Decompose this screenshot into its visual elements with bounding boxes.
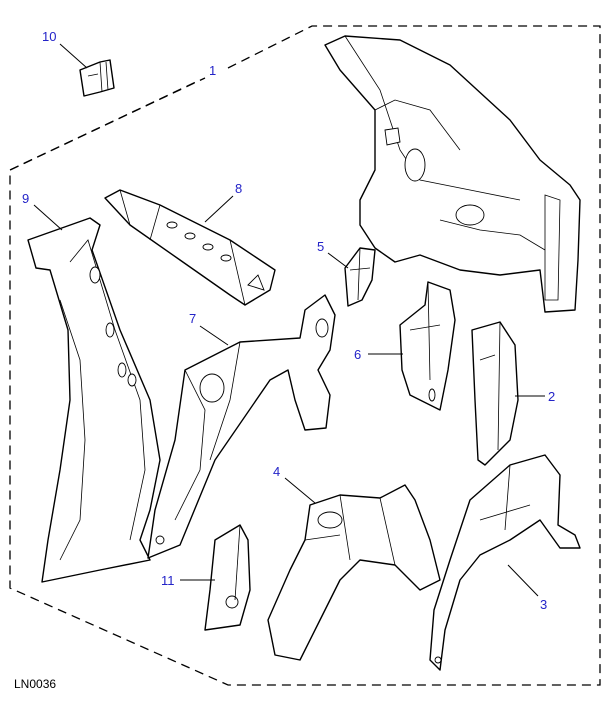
part-2-pillar[interactable]: [471, 321, 519, 466]
leader-lines: [33, 43, 545, 597]
diagram-reference-code: LN0036: [14, 677, 56, 691]
callout-10: 10: [42, 29, 56, 44]
callout-5: 5: [317, 239, 324, 254]
callout-2: 2: [548, 389, 555, 404]
assembly-boundary-outline: [9, 25, 601, 686]
callout-7: 7: [189, 311, 196, 326]
part-5-bracket[interactable]: [344, 247, 376, 307]
callout-9: 9: [22, 191, 29, 206]
callout-11: 11: [161, 573, 175, 588]
part-7-quarter-panel[interactable]: [147, 294, 336, 559]
part-10-bracket[interactable]: [79, 59, 115, 97]
callout-3: 3: [540, 597, 547, 612]
part-11-panel[interactable]: [204, 524, 251, 631]
part-8-rail[interactable]: [104, 189, 276, 306]
part-3-wheelarch-outer[interactable]: [429, 454, 581, 671]
part-6-panel[interactable]: [399, 281, 456, 411]
body-side-assembly[interactable]: [324, 35, 581, 313]
callout-4: 4: [273, 464, 280, 479]
callout-1: 1: [209, 63, 216, 78]
part-9-pillar[interactable]: [27, 217, 161, 583]
callout-6: 6: [354, 347, 361, 362]
part-4-wheelarch-inner[interactable]: [267, 484, 441, 661]
callout-8: 8: [235, 181, 242, 196]
